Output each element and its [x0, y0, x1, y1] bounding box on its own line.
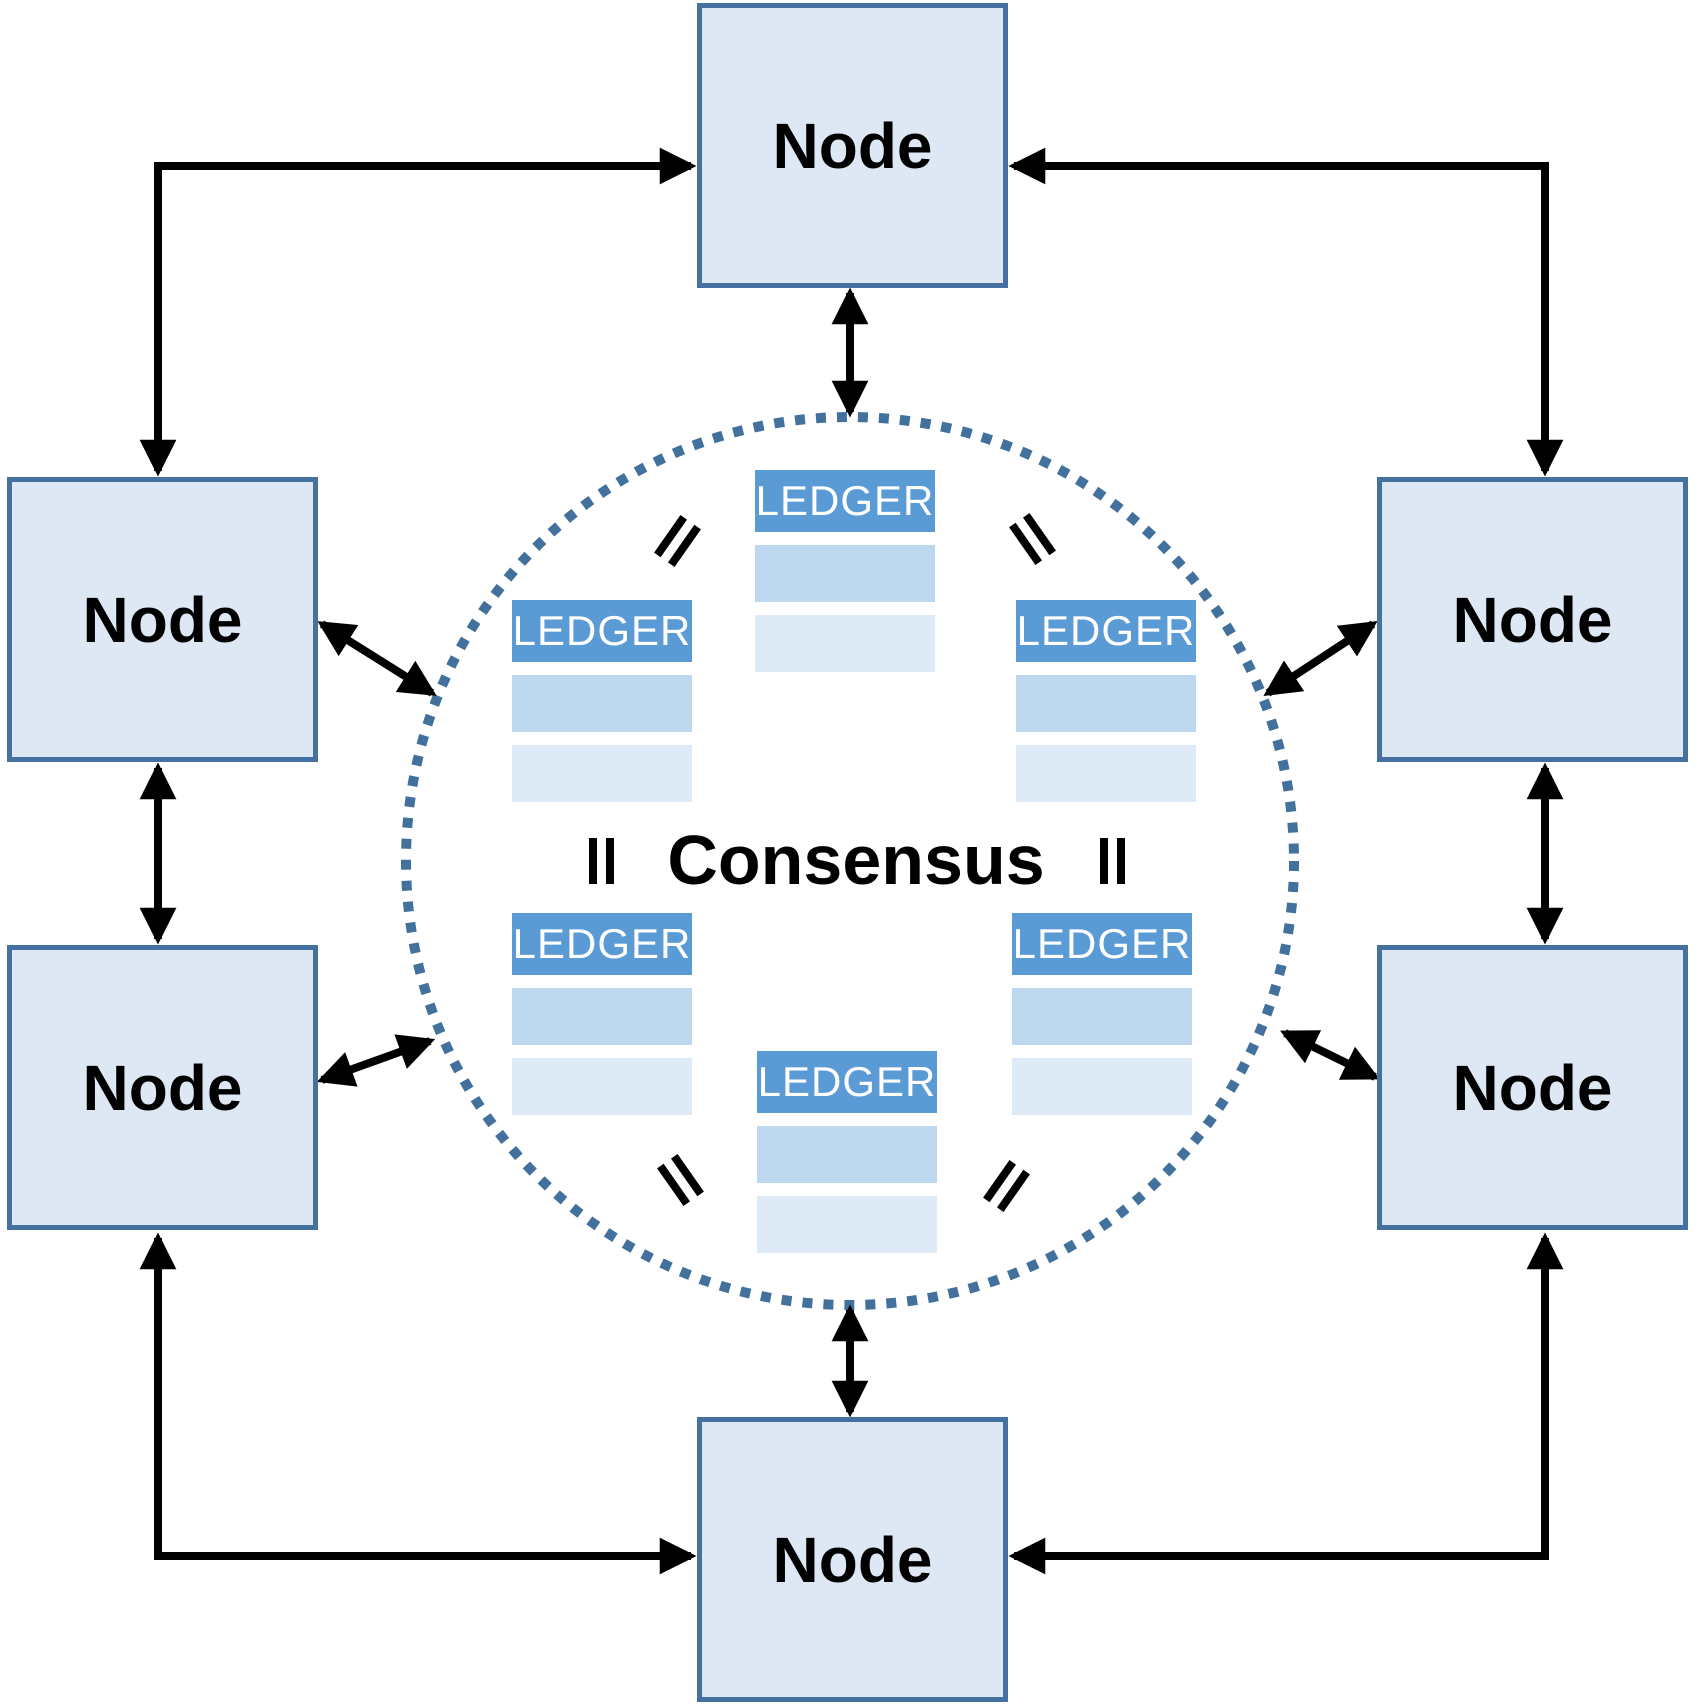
- ledger-row: [755, 615, 935, 672]
- equals-bar: [1117, 838, 1125, 884]
- node-box-top: Node: [697, 3, 1008, 288]
- node-box-right-lower: Node: [1377, 945, 1688, 1230]
- node-box-left-upper: Node: [7, 477, 318, 762]
- ledger-table-top: LEDGER: [755, 470, 935, 672]
- ledger-header: LEDGER: [757, 1051, 937, 1113]
- node-label: Node: [772, 109, 933, 182]
- ledger-row: [757, 1196, 937, 1253]
- node-label: Node: [1452, 583, 1613, 656]
- node-box-bottom: Node: [697, 1417, 1008, 1702]
- node-label: Node: [82, 583, 243, 656]
- node-label: Node: [772, 1523, 933, 1596]
- arrow-left-upper-diagonal: [317, 620, 437, 697]
- ledger-row: [1016, 675, 1196, 732]
- ledger-row: [1016, 745, 1196, 802]
- arrow-right-lower-diagonal: [1280, 1029, 1380, 1081]
- ledger-table-left-upper: LEDGER: [512, 600, 692, 802]
- ledger-row: [512, 745, 692, 802]
- arrow-bottom-left-elbow: [139, 1232, 697, 1575]
- arrow-left-lower-diagonal: [316, 1034, 436, 1087]
- node-box-right-upper: Node: [1377, 477, 1688, 762]
- equals-bar: [1100, 838, 1108, 884]
- ledger-header: LEDGER: [512, 600, 692, 662]
- ledger-header: LEDGER: [512, 913, 692, 975]
- equals-icon: [1100, 838, 1125, 884]
- ledger-header: LEDGER: [1016, 600, 1196, 662]
- arrow-top-left-elbow: [139, 147, 697, 477]
- consensus-label: Consensus: [667, 821, 1045, 899]
- node-label: Node: [82, 1051, 243, 1124]
- ledger-row: [1012, 1058, 1192, 1115]
- arrow-top-right-elbow: [1008, 147, 1564, 477]
- ledger-row: [512, 988, 692, 1045]
- arrow-bottom-right-elbow: [1008, 1232, 1564, 1575]
- node-label: Node: [1452, 1051, 1613, 1124]
- equals-icon: [589, 838, 614, 884]
- ledger-row: [512, 675, 692, 732]
- ledger-header: LEDGER: [1012, 913, 1192, 975]
- ledger-header: LEDGER: [755, 470, 935, 532]
- node-box-left-lower: Node: [7, 945, 318, 1230]
- ledger-row: [757, 1126, 937, 1183]
- ledger-table-left-lower: LEDGER: [512, 913, 692, 1115]
- equals-bar: [606, 838, 614, 884]
- ledger-row: [512, 1058, 692, 1115]
- equals-bar: [589, 838, 597, 884]
- ledger-row: [755, 545, 935, 602]
- ledger-table-bottom: LEDGER: [757, 1051, 937, 1253]
- ledger-table-right-upper: LEDGER: [1016, 600, 1196, 802]
- ledger-table-right-lower: LEDGER: [1012, 913, 1192, 1115]
- arrow-right-upper-diagonal: [1263, 620, 1378, 697]
- ledger-row: [1012, 988, 1192, 1045]
